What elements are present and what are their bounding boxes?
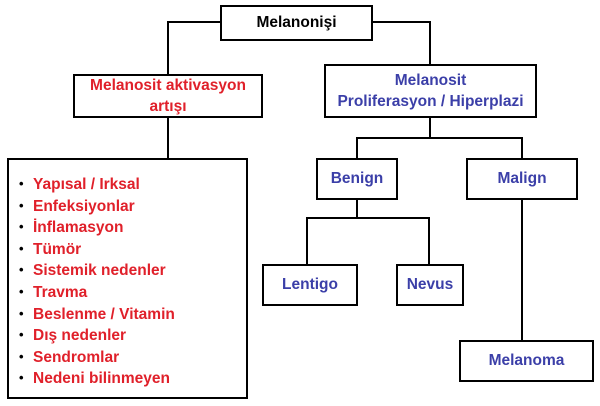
cause-item: •Yapısal / Irksal [19,176,140,193]
lentigo-node: Lentigo [262,264,358,306]
root-node: Melanonişi [220,5,373,41]
activation-label-line2: artışı [149,98,187,115]
cause-item: •Sendromlar [19,348,120,366]
melanoma-node: Melanoma [459,340,594,382]
bullet-icon: • [19,219,24,235]
malign-label: Malign [497,170,547,187]
connector-proliferation-to-subtypes [356,118,431,158]
nevus-label: Nevus [406,276,454,293]
cause-item: •Beslenme / Vitamin [19,305,175,323]
bullet-icon: • [19,262,24,278]
connector-proliferation-to-malign [430,137,523,158]
connector-benign-to-children [306,200,358,264]
bullet-icon: • [19,240,24,256]
nevus-node: Nevus [396,264,464,306]
proliferation-node: Melanosit Proliferasyon / Hiperplazi [324,64,537,118]
bullet-icon: • [19,327,24,343]
causes-list-box: •Yapısal / Irksal •Enfeksiyonlar •İnflam… [7,158,248,399]
benign-label: Benign [330,170,384,187]
cause-item: •Sistemik nedenler [19,262,166,280]
bullet-icon: • [19,370,24,386]
connector-root-to-proliferation [373,21,431,64]
bullet-icon: • [19,348,24,364]
root-label: Melanonişi [256,14,337,31]
bullet-icon: • [19,305,24,321]
connector-root-to-activation [167,21,220,74]
cause-item: •Nedeni bilinmeyen [19,370,170,388]
activation-label-line1: Melanosit aktivasyon [90,77,246,94]
malign-node: Malign [466,158,578,200]
bullet-icon: • [19,283,24,299]
bullet-icon: • [19,197,24,213]
cause-item: •Travma [19,283,88,301]
connector-benign-to-nevus [357,217,430,264]
bullet-icon: • [19,176,24,191]
activation-node: Melanosit aktivasyon artışı [73,74,263,118]
cause-item: •Enfeksiyonlar [19,197,135,215]
lentigo-label: Lentigo [282,276,338,293]
benign-node: Benign [316,158,398,200]
cause-item: •Dış nedenler [19,327,127,345]
proliferation-label-line2: Proliferasyon / Hiperplazi [337,93,524,110]
cause-item: •Tümör [19,240,82,258]
cause-item: •İnflamasyon [19,219,124,237]
proliferation-label-line1: Melanosit [394,72,467,89]
melanoma-label: Melanoma [488,352,565,369]
causes-list: •Yapısal / Irksal •Enfeksiyonlar •İnflam… [19,174,175,390]
